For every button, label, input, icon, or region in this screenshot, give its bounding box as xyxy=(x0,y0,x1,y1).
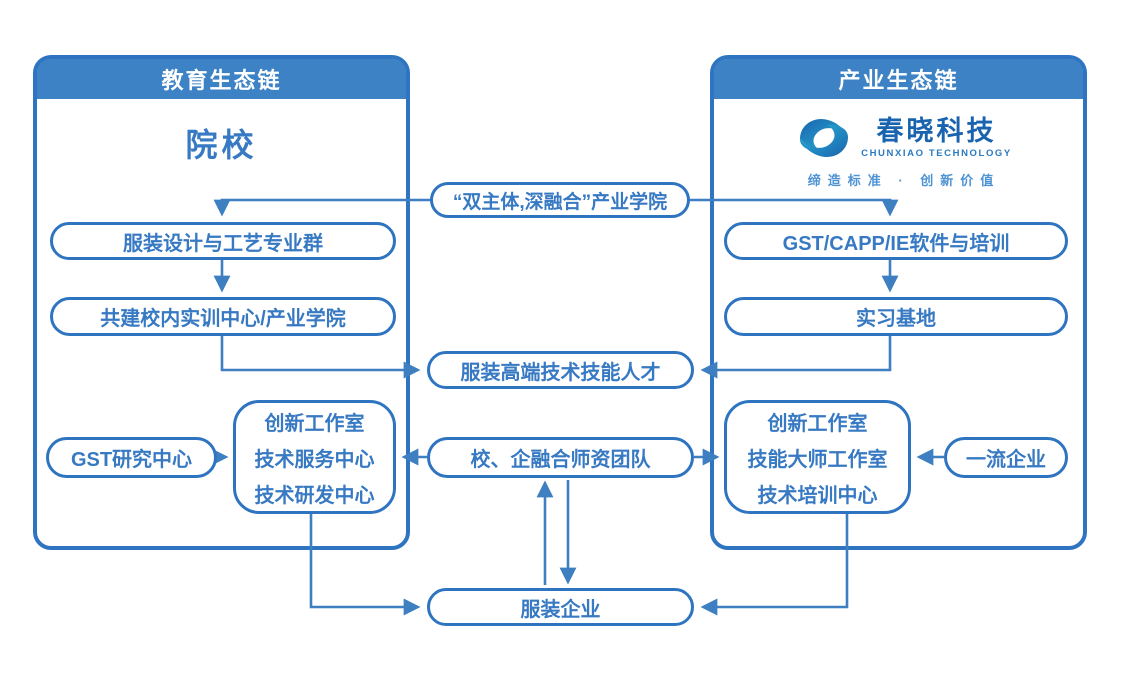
node-apparel-enterprise: 服装企业 xyxy=(427,588,694,626)
node-first-class-enterprise: 一流企业 xyxy=(944,437,1068,478)
node-apparel-design-major-group: 服装设计与工艺专业群 xyxy=(50,222,396,260)
node-high-end-talent: 服装高端技术技能人才 xyxy=(427,351,694,389)
node-gst-research-center: GST研究中心 xyxy=(46,437,217,478)
node-dual-subject-industry-college: “双主体,深融合”产业学院 xyxy=(430,182,690,218)
chunxiao-logo: 春晓科技 CHUNXIAO TECHNOLOGY 缔造标准 · 创新价值 xyxy=(788,114,1020,189)
college-title: 院校 xyxy=(185,127,258,163)
chunxiao-logo-cn: 春晓科技 xyxy=(876,116,997,147)
node-right-innovation-centers: 创新工作室 技能大师工作室 技术培训中心 xyxy=(724,400,911,514)
node-school-enterprise-faculty-team: 校、企融合师资团队 xyxy=(427,437,694,478)
right-rect-line1: 创新工作室 xyxy=(767,412,868,435)
education-chain-header: 教育生态链 xyxy=(37,59,406,99)
chunxiao-logo-icon xyxy=(800,118,849,158)
node-left-innovation-centers: 创新工作室 技术服务中心 技术研发中心 xyxy=(233,400,396,514)
right-rect-line2: 技能大师工作室 xyxy=(747,448,888,471)
node-gst-capp-ie-software-training: GST/CAPP/IE软件与培训 xyxy=(724,222,1068,260)
left-rect-line3: 技术研发中心 xyxy=(254,484,375,507)
chunxiao-logo-en: CHUNXIAO TECHNOLOGY xyxy=(861,147,1012,159)
right-rect-line3: 技术培训中心 xyxy=(757,484,878,507)
industry-chain-header: 产业生态链 xyxy=(714,59,1083,99)
left-rect-line1: 创新工作室 xyxy=(264,412,365,435)
left-rect-line2: 技术服务中心 xyxy=(254,448,375,471)
node-internship-base: 实习基地 xyxy=(724,297,1068,336)
chunxiao-logo-tagline: 缔造标准 · 创新价值 xyxy=(807,173,1001,188)
node-campus-training-center: 共建校内实训中心/产业学院 xyxy=(50,297,396,336)
